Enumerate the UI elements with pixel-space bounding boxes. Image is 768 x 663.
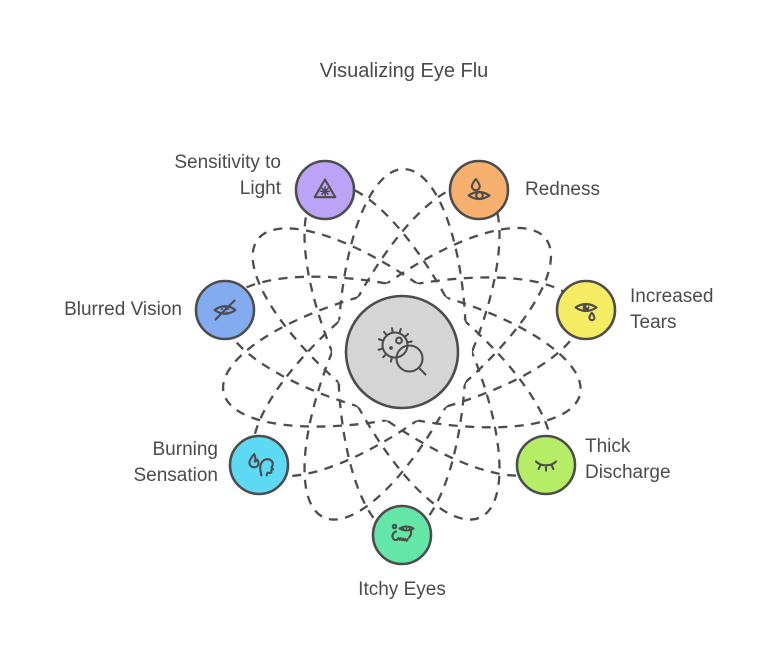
node-thick-discharge [515,434,577,496]
node-sensitivity-to-light [294,159,356,221]
label-thick-discharge: Thick Discharge [585,436,671,483]
node-blurred-vision [194,279,256,341]
closed-eye-lashes-icon [534,460,558,472]
blurred-eye-slash-icon [213,299,237,321]
label-increased-tears: Increased Tears [630,286,714,333]
center-circle [344,294,460,410]
node-itchy-eyes [371,504,433,566]
eye-with-drop-icon [467,177,491,201]
node-increased-tears [555,279,617,341]
node-redness [448,159,510,221]
label-blurred-vision: Blurred Vision [64,299,182,320]
germ-magnifier-icon [377,327,427,376]
teary-eye-icon [574,302,598,322]
center-node [344,294,460,410]
label-sensitivity-to-light: Sensitivity to Light [174,152,281,199]
label-redness: Redness [525,179,600,200]
label-itchy-eyes: Itchy Eyes [358,579,446,600]
page-title: Visualizing Eye Flu [319,60,489,82]
itchy-eye-hand-icon [391,523,415,542]
flame-face-icon [248,452,275,477]
node-burning-sensation [228,434,290,496]
light-warning-triangle-icon [313,178,337,199]
label-burning-sensation: Burning Sensation [133,439,218,486]
node-circle-itchy-eyes [371,504,433,566]
